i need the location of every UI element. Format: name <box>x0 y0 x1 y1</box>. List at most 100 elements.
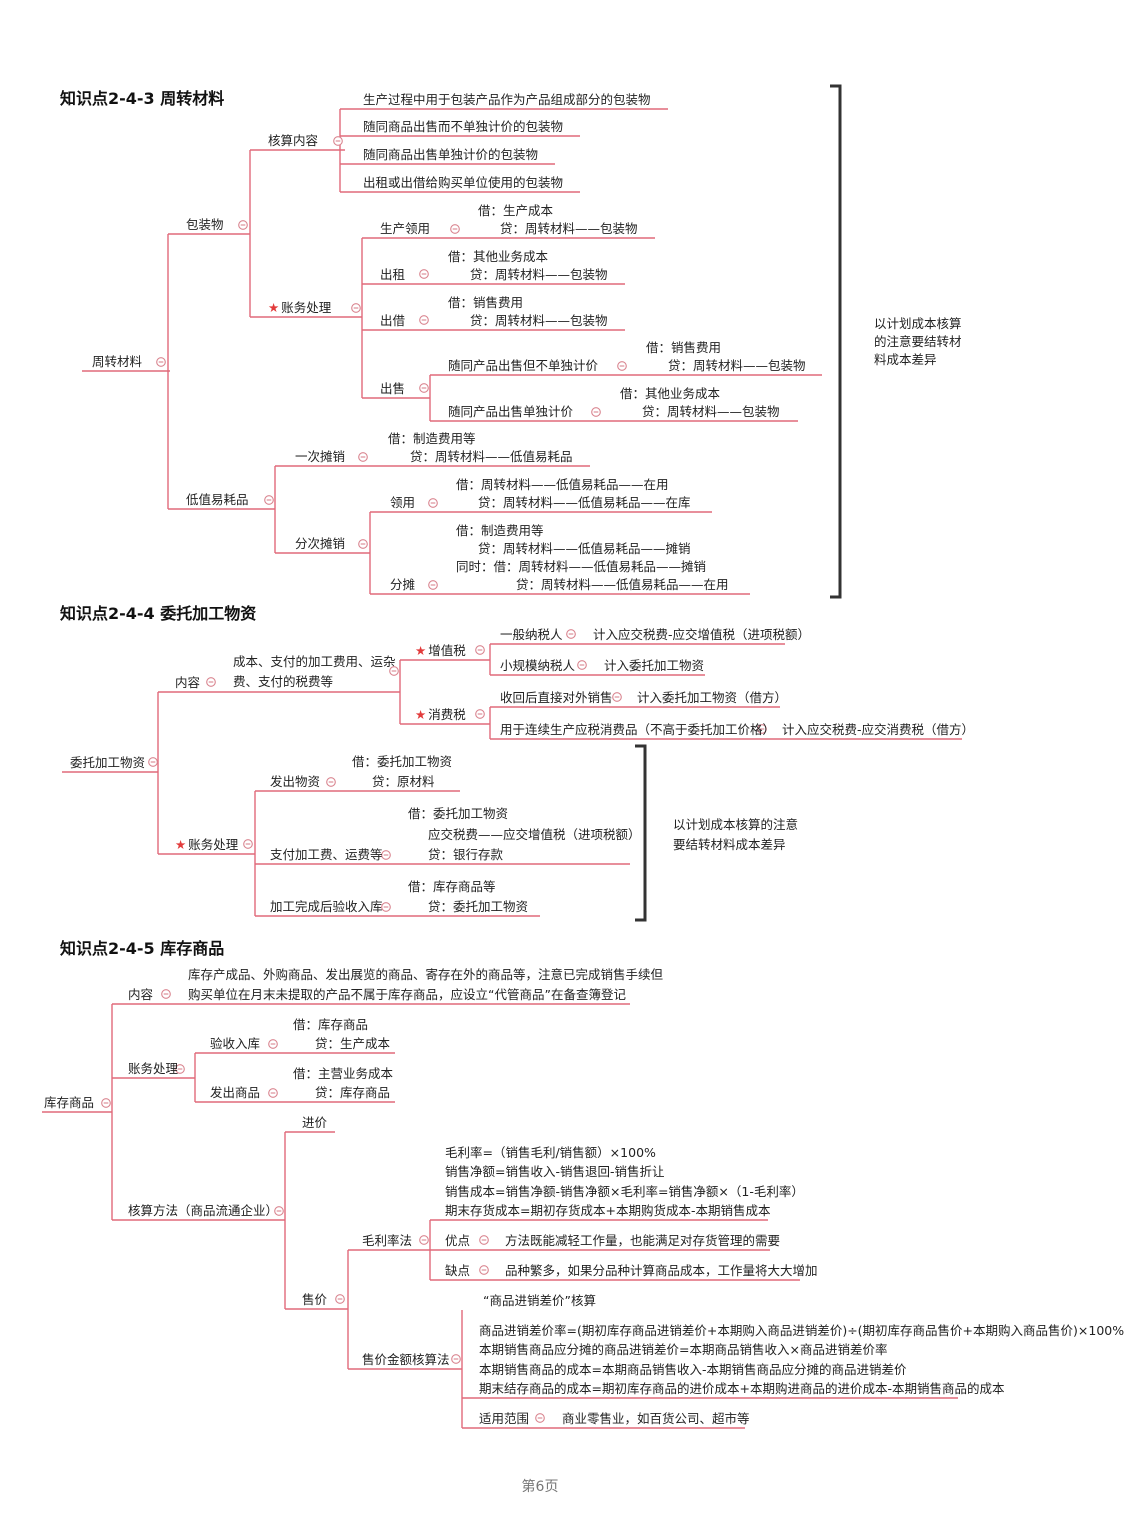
node-ly1[interactable]: 借：周转材料——低值易耗品——在用 <box>456 476 669 494</box>
node-youdian1[interactable]: 方法既能减轻工作量，也能满足对存货管理的需要 <box>505 1232 780 1250</box>
node-ml3[interactable]: 销售成本=销售净额-销售净额×毛利率=销售净额×（1-毛利率） <box>445 1183 804 1201</box>
node-xiaofei[interactable]: ★消费税 <box>415 706 466 724</box>
node-maoli[interactable]: 毛利率法 <box>362 1232 412 1250</box>
node-chushou[interactable]: 出售 <box>380 380 405 398</box>
node-chujie[interactable]: 出借 <box>380 312 405 330</box>
node-baozhuang[interactable]: 包装物 <box>186 216 224 234</box>
node-scly[interactable]: 生产领用 <box>380 220 430 238</box>
node-nr2b[interactable]: 费、支付的税费等 <box>233 673 333 691</box>
node-yici1[interactable]: 借：制造费用等 <box>388 430 476 448</box>
node-shouhui1[interactable]: 计入委托加工物资（借方） <box>637 689 787 707</box>
node-xiaogui1[interactable]: 计入委托加工物资 <box>604 657 704 675</box>
node-youdian[interactable]: 优点 <box>445 1232 470 1250</box>
node-nr2a[interactable]: 成本、支付的加工费用、运杂 <box>233 653 396 671</box>
node-zhangwu2[interactable]: ★账务处理 <box>175 836 238 854</box>
node-lianxu[interactable]: 用于连续生产应税消费品（不高于委托加工价格） <box>500 721 775 739</box>
node-note2a[interactable]: 以计划成本核算的注意 <box>673 816 798 834</box>
node-lianxu1[interactable]: 计入应交税费-应交消费税（借方） <box>782 721 974 739</box>
node-sj3[interactable]: 本期销售商品的成本=本期商品销售收入-本期销售商品应分摊的商品进销差价 <box>479 1361 907 1379</box>
node-nr3b[interactable]: 购买单位在月末未提取的产品不属于库存商品，应设立“代管商品”在备查簿登记 <box>188 986 626 1004</box>
node-scly1[interactable]: 借：生产成本 <box>478 202 553 220</box>
node-zhifu3[interactable]: 贷：银行存款 <box>428 846 503 864</box>
node-zhifu1[interactable]: 借：委托加工物资 <box>408 805 508 823</box>
node-note1b[interactable]: 的注意要结转材 <box>874 333 962 351</box>
node-shiyong[interactable]: 适用范围 <box>479 1410 529 1428</box>
collapse-icon <box>577 660 587 670</box>
node-zhifu2[interactable]: 应交税费——应交增值税（进项税额） <box>428 826 641 844</box>
node-fachu31[interactable]: 借：主营业务成本 <box>293 1065 393 1083</box>
node-fachu3[interactable]: 发出商品 <box>210 1084 260 1102</box>
node-cs2b[interactable]: 贷：周转材料——包装物 <box>642 403 780 421</box>
node-kucun[interactable]: 库存商品 <box>44 1094 94 1112</box>
node-cs1a[interactable]: 借：销售费用 <box>646 339 721 357</box>
node-a2[interactable]: 随同商品出售而不单独计价的包装物 <box>363 118 563 136</box>
node-ml1[interactable]: 毛利率=（销售毛利/销售额）×100% <box>445 1144 656 1162</box>
node-a4[interactable]: 出租或出借给购买单位使用的包装物 <box>363 174 563 192</box>
node-weituo[interactable]: 委托加工物资 <box>70 754 145 772</box>
node-hesuan[interactable]: 核算内容 <box>268 132 318 150</box>
node-chuzu1[interactable]: 借：其他业务成本 <box>448 248 548 266</box>
node-shouhui[interactable]: 收回后直接对外销售 <box>500 689 613 707</box>
node-yanshou[interactable]: 验收入库 <box>210 1035 260 1053</box>
node-yiban1[interactable]: 计入应交税费-应交增值税（进项税额） <box>593 626 810 644</box>
node-neirong2[interactable]: 内容 <box>175 674 200 692</box>
node-sj4[interactable]: 期末结存商品的成本=期初库存商品的进价成本+本期购进商品的进价成本-本期销售商品… <box>479 1380 1004 1398</box>
node-zhouzhuan[interactable]: 周转材料 <box>92 353 142 371</box>
node-fachu[interactable]: 发出物资 <box>270 773 320 791</box>
node-cs2[interactable]: 随同产品出售单独计价 <box>448 403 573 421</box>
node-fachu1[interactable]: 借：委托加工物资 <box>352 753 452 771</box>
node-fenci[interactable]: 分次摊销 <box>295 535 345 553</box>
node-sj1[interactable]: 商品进销差价率=(期初库存商品进销差价+本期购入商品进销差价)÷(期初库存商品售… <box>479 1322 1124 1340</box>
node-ft1[interactable]: 借：制造费用等 <box>456 522 544 540</box>
node-neirong3[interactable]: 内容 <box>128 986 153 1004</box>
node-cs1[interactable]: 随同产品出售但不单独计价 <box>448 357 598 375</box>
node-a1[interactable]: 生产过程中用于包装产品作为产品组成部分的包装物 <box>363 91 651 109</box>
node-ft2[interactable]: 贷：周转材料——低值易耗品——摊销 <box>478 540 691 558</box>
node-sj0[interactable]: “商品进销差价”核算 <box>483 1292 596 1310</box>
node-ft3[interactable]: 同时：借：周转材料——低值易耗品——摊销 <box>456 558 706 576</box>
node-cs2a[interactable]: 借：其他业务成本 <box>620 385 720 403</box>
node-zhifu[interactable]: 支付加工费、运费等 <box>270 846 383 864</box>
node-shiyong1[interactable]: 商业零售业，如百货公司、超市等 <box>562 1410 750 1428</box>
node-quedian1[interactable]: 品种繁多，如果分品种计算商品成本，工作量将大大增加 <box>505 1262 818 1280</box>
node-cs1b[interactable]: 贷：周转材料——包装物 <box>668 357 806 375</box>
node-shoujia[interactable]: 售价 <box>302 1291 327 1309</box>
node-chuzu2[interactable]: 贷：周转材料——包装物 <box>470 266 608 284</box>
node-ml4[interactable]: 期末存货成本=期初存货成本+本期购货成本-本期销售成本 <box>445 1202 770 1220</box>
node-ly2[interactable]: 贷：周转材料——低值易耗品——在库 <box>478 494 691 512</box>
node-zhangwu3[interactable]: 账务处理 <box>128 1060 178 1078</box>
node-lingyong[interactable]: 领用 <box>390 494 415 512</box>
node-chujie1[interactable]: 借：销售费用 <box>448 294 523 312</box>
node-fachu32[interactable]: 贷：库存商品 <box>315 1084 390 1102</box>
node-jiagong1[interactable]: 借：库存商品等 <box>408 878 496 896</box>
node-hesuanff[interactable]: 核算方法（商品流通企业） <box>128 1202 278 1220</box>
node-yanshou2[interactable]: 贷：生产成本 <box>315 1035 390 1053</box>
node-jinjia[interactable]: 进价 <box>302 1114 327 1132</box>
node-ft4[interactable]: 贷：周转材料——低值易耗品——在用 <box>516 576 729 594</box>
node-zhangwu1[interactable]: ★账务处理 <box>268 299 331 317</box>
node-scly2[interactable]: 贷：周转材料——包装物 <box>500 220 638 238</box>
node-note1a[interactable]: 以计划成本核算 <box>874 315 962 333</box>
node-fentan[interactable]: 分摊 <box>390 576 415 594</box>
node-chuzu[interactable]: 出租 <box>380 266 405 284</box>
node-jiagong[interactable]: 加工完成后验收入库 <box>270 898 383 916</box>
node-ml2[interactable]: 销售净额=销售收入-销售退回-销售折让 <box>445 1163 665 1181</box>
node-shoujiaje[interactable]: 售价金额核算法 <box>362 1351 450 1369</box>
node-yici[interactable]: 一次摊销 <box>295 448 345 466</box>
node-chujie2[interactable]: 贷：周转材料——包装物 <box>470 312 608 330</box>
node-yiban[interactable]: 一般纳税人 <box>500 626 563 644</box>
node-note2b[interactable]: 要结转材料成本差异 <box>673 836 786 854</box>
node-label: 计入委托加工物资 <box>604 658 705 673</box>
node-xiaogui[interactable]: 小规模纳税人 <box>500 657 575 675</box>
node-sj2[interactable]: 本期销售商品应分摊的商品进销差价=本期商品销售收入×商品进销差价率 <box>479 1341 887 1359</box>
node-fachu2[interactable]: 贷：原材料 <box>372 773 435 791</box>
node-quedian[interactable]: 缺点 <box>445 1262 470 1280</box>
node-a3[interactable]: 随同商品出售单独计价的包装物 <box>363 146 538 164</box>
node-yanshou1[interactable]: 借：库存商品 <box>293 1016 368 1034</box>
node-nr3a[interactable]: 库存产成品、外购商品、发出展览的商品、寄存在外的商品等，注意已完成销售手续但 <box>188 966 663 984</box>
node-yici2[interactable]: 贷：周转材料——低值易耗品 <box>410 448 573 466</box>
node-jiagong2[interactable]: 贷：委托加工物资 <box>428 898 528 916</box>
node-note1c[interactable]: 料成本差异 <box>874 351 937 369</box>
node-dizhi[interactable]: 低值易耗品 <box>186 491 249 509</box>
node-zengzhi[interactable]: ★增值税 <box>415 642 466 660</box>
